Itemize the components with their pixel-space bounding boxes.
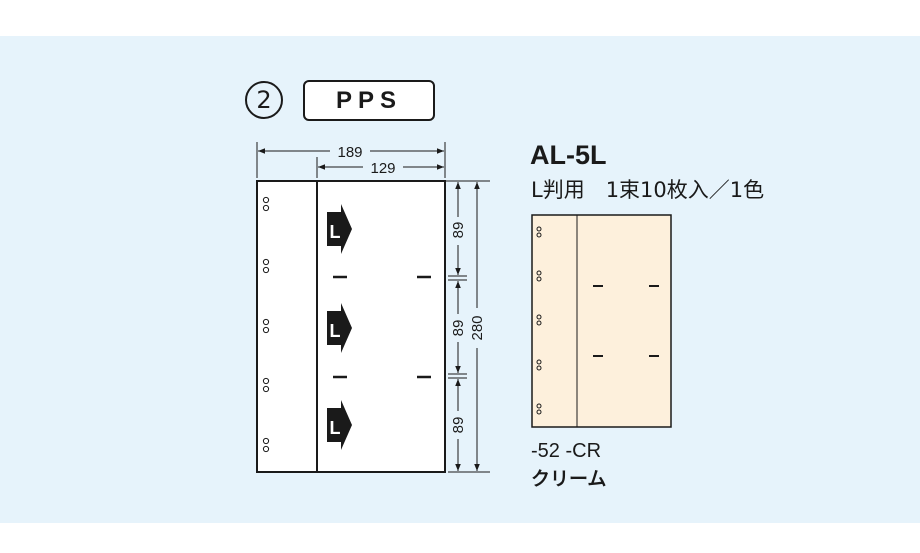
l-arrow-mark: L [327, 303, 352, 353]
number-badge: 2 [245, 81, 283, 119]
overall-height-label: 280 [469, 315, 486, 340]
pocket-height-bottom-label: 89 [450, 417, 467, 434]
l-arrow-letter: L [330, 222, 341, 242]
color-name: クリーム [531, 468, 607, 490]
product-description: L判用 1束10枚入／1色 [531, 178, 765, 202]
binding-holes [262, 196, 270, 453]
material-label-text: PPS [335, 86, 403, 114]
overall-width-label: 189 [337, 144, 362, 161]
pocket-height-middle-label: 89 [450, 320, 467, 337]
pocket-dividers [333, 275, 431, 379]
material-label: PPS [303, 80, 435, 121]
model-number: AL-5L [530, 140, 607, 170]
l-arrow-mark: L [327, 400, 352, 450]
pocket-height-top-label: 89 [450, 222, 467, 239]
dimension-pocket-width: 129 [316, 157, 444, 178]
pocket-width-label: 129 [370, 160, 395, 177]
album-sheet-drawing: L L L [256, 180, 446, 473]
number-badge-text: 2 [256, 86, 272, 114]
l-arrow-mark: L [327, 204, 352, 254]
color-swatch [531, 214, 672, 428]
color-code: -52 -CR [531, 440, 602, 462]
swatch-sheet [531, 214, 672, 428]
l-arrow-letter: L [330, 321, 341, 341]
l-arrow-letter: L [330, 418, 341, 438]
dimension-overall-width: 189 [256, 142, 446, 178]
